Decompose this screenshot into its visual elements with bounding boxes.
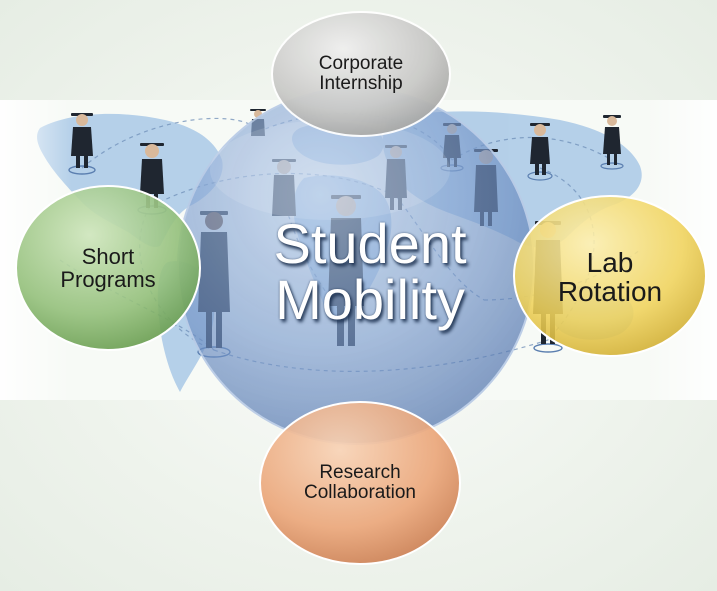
research-collaboration-label: Research Collaboration — [304, 462, 416, 503]
node-corporate-internship — [271, 11, 451, 137]
lab-rotation-label: Lab Rotation — [557, 246, 663, 307]
graduate-figure — [600, 115, 624, 170]
node-lab-rotation — [513, 195, 707, 357]
node-short-programs — [15, 185, 201, 351]
center-node — [177, 87, 535, 445]
graduate-figure — [68, 113, 96, 175]
network-arc — [81, 117, 259, 169]
graduate-figure — [527, 123, 553, 181]
center-title: Student Mobility — [273, 212, 467, 331]
short-programs-label: Short Programs — [60, 243, 156, 292]
node-research-collaboration — [259, 401, 461, 565]
corporate-internship-label: Corporate Internship — [318, 53, 404, 94]
